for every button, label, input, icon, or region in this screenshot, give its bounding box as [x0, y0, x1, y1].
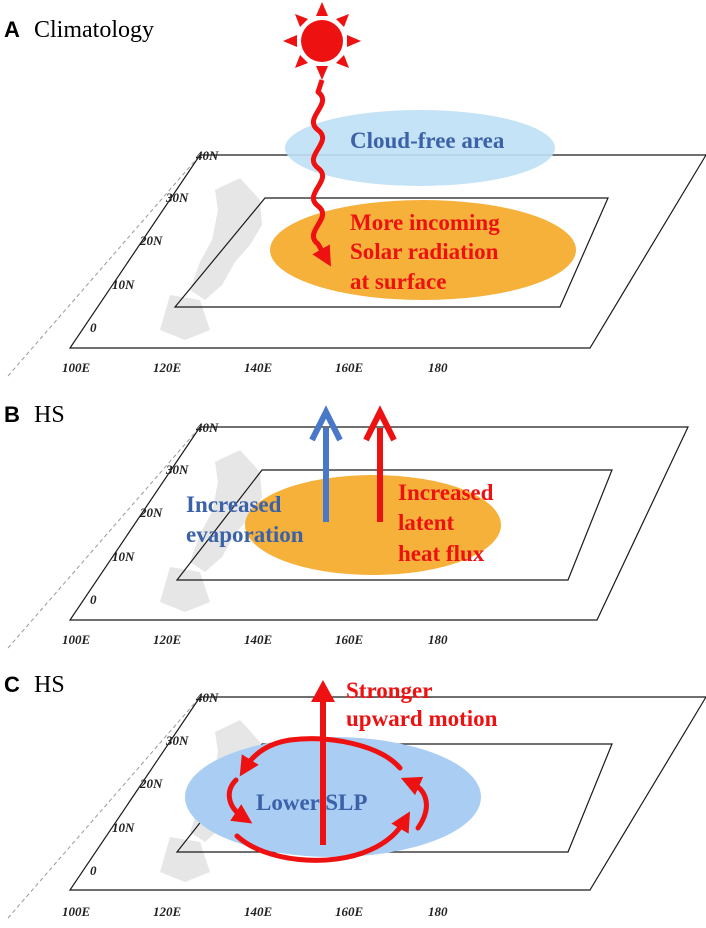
panel-a-title: Climatology	[34, 17, 154, 43]
xlabel: 180	[428, 360, 448, 375]
latent-heat-label-line2: latent	[398, 510, 455, 535]
circulation-arrow-bottom	[234, 811, 411, 863]
ylabel: 20N	[139, 776, 163, 791]
panel-c: C HS 40N 30N 20N 10N 0 100E 120E 140E 16…	[4, 672, 706, 919]
latent-heat-label-line1: Increased	[398, 480, 494, 505]
circulation-arrow-left	[226, 777, 253, 824]
ylabel: 40N	[195, 148, 219, 163]
xlabel: 160E	[335, 360, 364, 375]
inner-box	[175, 469, 613, 581]
solar-ray-top	[315, 79, 325, 93]
panel-c-letter: C	[4, 672, 20, 697]
ylabel: 10N	[112, 277, 135, 292]
xlabel: 100E	[62, 904, 91, 919]
circulation-arrow-right	[400, 776, 429, 831]
panel-b: B HS 40N 30N 20N 10N 0 100E 120E 140E 16…	[4, 402, 689, 649]
ylabel: 30N	[165, 190, 189, 205]
cloud-free-ellipse	[285, 110, 555, 186]
ylabel: 20N	[139, 505, 163, 520]
solar-ray-arrow	[310, 89, 331, 267]
circulation-arrows	[226, 736, 429, 863]
latent-heat-arrow	[363, 405, 397, 522]
xlabel: 120E	[153, 904, 182, 919]
upward-label-line1: Stronger	[346, 678, 432, 703]
ylabel: 20N	[139, 233, 163, 248]
solar-label-line1: More incoming	[350, 210, 500, 235]
ylabel: 0	[90, 863, 97, 878]
upward-label-line2: upward motion	[346, 706, 498, 731]
ylabel: 40N	[195, 420, 219, 435]
panel-a: A Climatology 40N 30N 20N 10N 0 100E 120…	[4, 2, 706, 377]
xlabel: 180	[428, 632, 448, 647]
land-mass	[160, 178, 262, 340]
circulation-arrow-top	[239, 736, 403, 777]
ylabel: 30N	[165, 733, 189, 748]
evaporation-label-line1: Increased	[186, 492, 282, 517]
lower-slp-label: Lower SLP	[256, 790, 367, 815]
evaporation-arrow	[309, 405, 343, 522]
panel-b-title: HS	[34, 402, 65, 428]
ylabel: 0	[90, 320, 97, 335]
xlabel: 100E	[62, 360, 91, 375]
solar-ellipse	[270, 200, 576, 300]
ylabel: 10N	[112, 549, 135, 564]
xlabel: 120E	[153, 360, 182, 375]
evaporation-label-line2: evaporation	[186, 522, 304, 547]
ylabel: 10N	[112, 820, 135, 835]
ocean-ellipse	[245, 475, 501, 575]
ylabel: 40N	[195, 690, 219, 705]
xlabel: 140E	[244, 360, 273, 375]
panel-b-letter: B	[4, 402, 20, 427]
cloud-free-label: Cloud-free area	[350, 128, 505, 153]
sun-icon	[283, 2, 361, 80]
latent-heat-label-line3: heat flux	[398, 541, 485, 566]
panel-a-letter: A	[4, 17, 20, 42]
xlabel: 140E	[244, 632, 273, 647]
land-mass	[160, 450, 262, 612]
xlabel: 160E	[335, 632, 364, 647]
upward-motion-arrow	[311, 680, 335, 845]
xlabel: 120E	[153, 632, 182, 647]
solar-label-line3: at surface	[350, 269, 446, 294]
ylabel: 0	[90, 592, 97, 607]
xlabel: 140E	[244, 904, 273, 919]
panel-c-title: HS	[34, 672, 65, 698]
inner-box	[173, 197, 609, 308]
ylabel: 30N	[165, 462, 189, 477]
xlabel: 160E	[335, 904, 364, 919]
xlabel: 180	[428, 904, 448, 919]
xlabel: 100E	[62, 632, 91, 647]
solar-label-line2: Solar radiation	[350, 239, 499, 264]
